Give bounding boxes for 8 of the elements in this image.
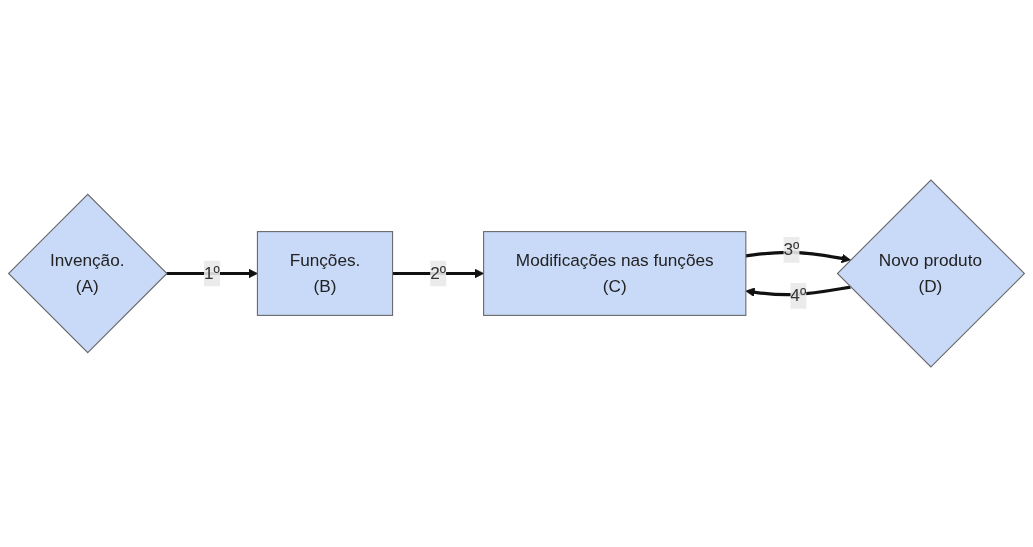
node-diamond: Novo produto (D) — [836, 179, 1026, 368]
edge-label: 1º — [203, 263, 220, 283]
node-box: Modificações nas funções (C) — [483, 231, 747, 316]
node-diamond: Invenção. (A) — [7, 193, 168, 354]
node-box: Funções. (B) — [256, 231, 394, 316]
edge-label: 2º — [430, 263, 447, 283]
edge-label: 3º — [783, 240, 800, 259]
edge-label: 4º — [790, 286, 807, 305]
